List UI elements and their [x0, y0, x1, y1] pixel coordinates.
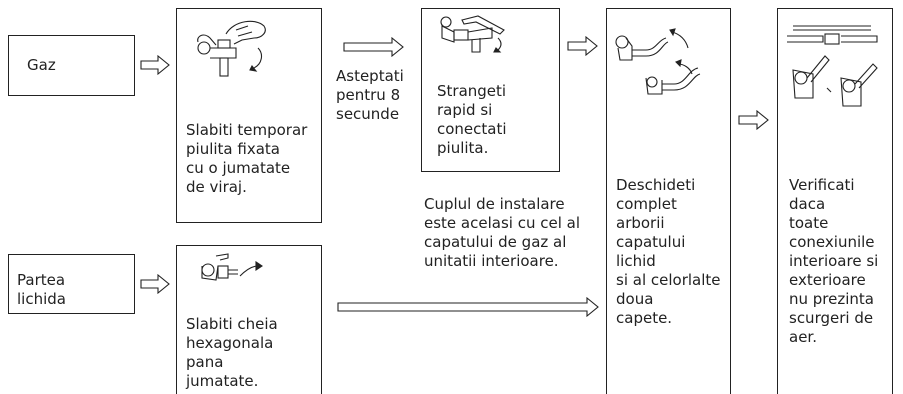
liquid-label: Partea lichida — [17, 271, 66, 308]
liquid-label-box — [8, 254, 135, 314]
open-valves-box — [606, 8, 731, 394]
wrench-tightening-icon — [440, 15, 505, 53]
service-valves-open-icon — [615, 28, 701, 95]
hand-loosening-valve-icon — [197, 20, 266, 77]
gas-step2-text: Strangeti rapid si conectati piulita. — [437, 82, 507, 157]
gas-step1-text: Slabiti temporar piulita fixata cu o jum… — [186, 121, 308, 196]
arrow-step2-to-open — [567, 35, 598, 57]
leak-check-icon — [787, 25, 878, 107]
gas-label: Gaz — [27, 56, 56, 74]
arrow-gas-to-step1 — [140, 54, 170, 76]
wait-text: Asteptati pentru 8 secunde — [336, 67, 404, 123]
liquid-step1-text: Slabiti cheia hexagonala pana jumatate. — [186, 315, 278, 390]
hex-key-valve-icon — [201, 253, 263, 281]
arrow-open-to-verify — [738, 109, 769, 131]
arrow-liquid-long — [337, 296, 599, 318]
torque-note-text: Cuplul de instalare este acelasi cu cel … — [424, 195, 580, 270]
arrow-wait — [343, 36, 404, 58]
open-valves-text: Deschideti complet arborii capatului lic… — [616, 176, 721, 327]
liquid-step1-box — [176, 245, 322, 394]
gas-step2-box — [421, 8, 560, 172]
arrow-liquid-to-step1 — [140, 273, 170, 295]
verify-text: Verificati daca toate conexiunile interi… — [789, 176, 879, 346]
gas-label-box — [8, 35, 135, 96]
